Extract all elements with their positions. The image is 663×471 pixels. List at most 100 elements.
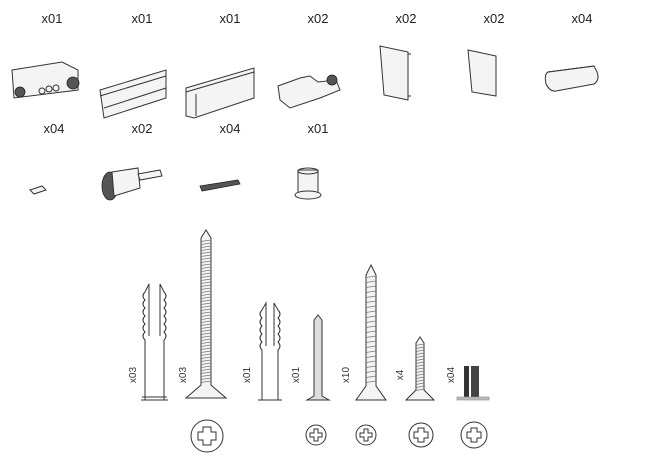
thread-line bbox=[365, 345, 377, 348]
qty-label: x01 bbox=[220, 11, 241, 26]
floor-guide-drawing bbox=[294, 167, 322, 200]
thread-line bbox=[200, 329, 212, 332]
qty-label: x4 bbox=[395, 369, 406, 380]
thread-line bbox=[200, 266, 212, 269]
thread-line bbox=[365, 370, 377, 373]
thread-line bbox=[415, 364, 425, 367]
thread-line bbox=[365, 335, 377, 338]
thread-line bbox=[200, 353, 212, 356]
thread-line bbox=[365, 340, 377, 343]
thread-line bbox=[200, 287, 212, 290]
thread-line bbox=[365, 320, 377, 323]
qty-label: x03 bbox=[178, 367, 189, 384]
thread-line bbox=[200, 242, 212, 245]
thread-line bbox=[200, 323, 212, 326]
thread-line bbox=[200, 371, 212, 374]
thread-line bbox=[415, 346, 425, 349]
thread-line bbox=[365, 375, 377, 378]
thread-line bbox=[200, 350, 212, 353]
thread-line bbox=[200, 302, 212, 305]
thread-line bbox=[415, 379, 425, 382]
thread-line bbox=[415, 358, 425, 361]
end-cap-left-drawing bbox=[379, 45, 411, 101]
thread-line bbox=[365, 380, 377, 383]
wall-anchor-small-drawing bbox=[258, 301, 282, 401]
thread-line bbox=[365, 325, 377, 328]
thread-line bbox=[200, 281, 212, 284]
thread-line bbox=[365, 365, 377, 368]
thread-line bbox=[365, 300, 377, 303]
thread-line bbox=[415, 355, 425, 358]
screw-long-drawing bbox=[184, 229, 228, 399]
qty-label: x03 bbox=[128, 367, 139, 384]
thread-line bbox=[200, 335, 212, 338]
thread-line bbox=[365, 290, 377, 293]
phillips-head-icon bbox=[190, 419, 224, 453]
thread-line bbox=[415, 376, 425, 379]
screw-thin-drawing bbox=[305, 314, 331, 401]
thread-line bbox=[200, 257, 212, 260]
qty-label: x02 bbox=[132, 121, 153, 136]
track-profile-drawing bbox=[185, 67, 255, 119]
thread-line bbox=[200, 245, 212, 248]
qty-label: x04 bbox=[220, 121, 241, 136]
thread-line bbox=[365, 310, 377, 313]
qty-label: x01 bbox=[242, 367, 253, 384]
thread-line bbox=[200, 356, 212, 359]
qty-label: x01 bbox=[132, 11, 153, 26]
thread-line bbox=[200, 284, 212, 287]
thread-line bbox=[200, 278, 212, 281]
thread-line bbox=[200, 341, 212, 344]
thread-line bbox=[200, 359, 212, 362]
thread-line bbox=[415, 352, 425, 355]
thread-line bbox=[365, 285, 377, 288]
thread-line bbox=[200, 239, 212, 242]
thread-line bbox=[200, 293, 212, 296]
thread-line bbox=[415, 343, 425, 346]
thread-line bbox=[200, 344, 212, 347]
thread-line bbox=[200, 260, 212, 263]
thread-line bbox=[200, 347, 212, 350]
thread-line bbox=[200, 251, 212, 254]
thread-line bbox=[200, 269, 212, 272]
mounting-plate-drawing bbox=[199, 179, 241, 192]
thread-line bbox=[200, 299, 212, 302]
qty-label: x01 bbox=[308, 121, 329, 136]
thread-line bbox=[365, 295, 377, 298]
thread-line bbox=[415, 349, 425, 352]
thread-line bbox=[415, 370, 425, 373]
qty-label: x04 bbox=[44, 121, 65, 136]
end-cap-right-drawing bbox=[467, 49, 497, 97]
qty-label: x04 bbox=[572, 11, 593, 26]
qty-label: x02 bbox=[484, 11, 505, 26]
thread-line bbox=[365, 315, 377, 318]
thread-line bbox=[200, 248, 212, 251]
thread-line bbox=[200, 263, 212, 266]
thread-line bbox=[415, 361, 425, 364]
screw-stub-drawing bbox=[456, 366, 490, 401]
thread-line bbox=[200, 338, 212, 341]
spacer-block-drawing bbox=[544, 65, 599, 92]
thread-line bbox=[415, 367, 425, 370]
thread-line bbox=[365, 275, 377, 278]
thread-line bbox=[200, 254, 212, 257]
thread-line bbox=[200, 320, 212, 323]
thread-line bbox=[200, 314, 212, 317]
thread-line bbox=[200, 317, 212, 320]
thread-line bbox=[200, 368, 212, 371]
hanger-bracket-drawing bbox=[277, 74, 341, 109]
thread-line bbox=[200, 362, 212, 365]
thread-line bbox=[200, 296, 212, 299]
qty-label: x01 bbox=[42, 11, 63, 26]
thread-line bbox=[365, 305, 377, 308]
thread-line bbox=[415, 382, 425, 385]
thread-line bbox=[365, 330, 377, 333]
phillips-head-icon bbox=[460, 421, 488, 449]
thread-line bbox=[200, 272, 212, 275]
phillips-head-icon bbox=[408, 422, 434, 448]
small-washer-drawing bbox=[29, 185, 47, 195]
thread-line bbox=[365, 360, 377, 363]
thread-line bbox=[200, 365, 212, 368]
qty-label: x04 bbox=[446, 367, 457, 384]
